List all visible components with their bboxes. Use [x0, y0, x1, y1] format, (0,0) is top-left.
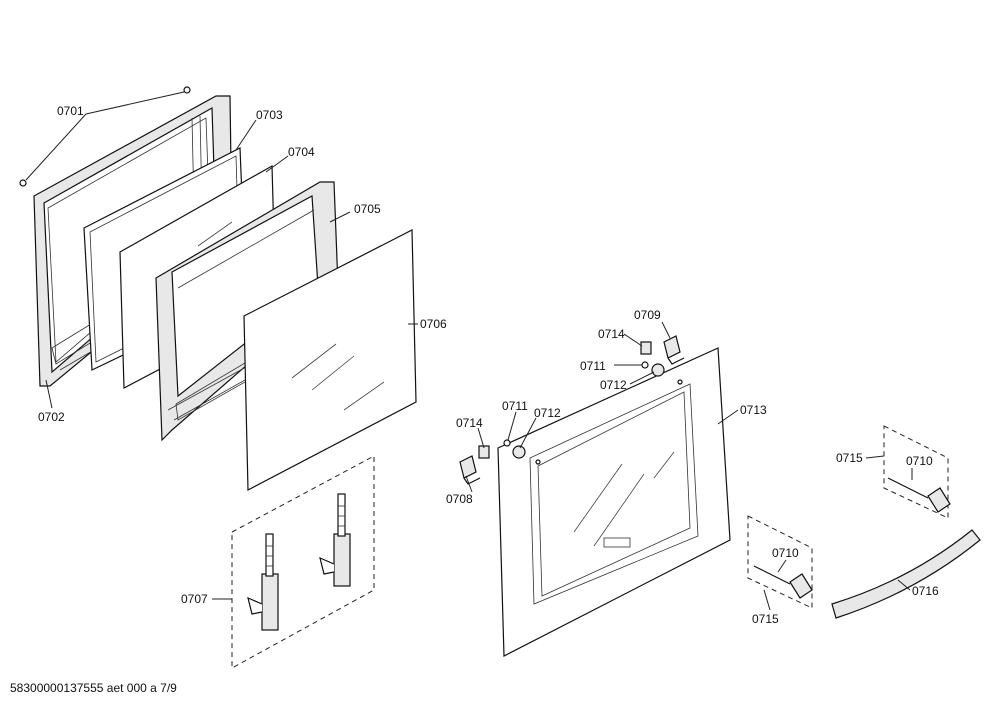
- part-0709-bracket: [663, 335, 685, 365]
- label-0712-upper: 0712: [600, 378, 627, 392]
- label-0711-upper: 0711: [580, 359, 606, 373]
- label-0703: 0703: [256, 108, 283, 122]
- screw-icon: [19, 86, 191, 187]
- label-0715-left: 0715: [752, 612, 779, 626]
- part-0714-clip-upper: [640, 341, 652, 355]
- label-0711-lower: 0711: [502, 399, 528, 413]
- part-0705-holder-frame: [155, 181, 339, 442]
- label-0709: 0709: [634, 308, 661, 322]
- part-labels: 0701 0702 0703 0704 0705 0706 0707 0708 …: [38, 104, 939, 626]
- label-0714-lower: 0714: [456, 416, 483, 430]
- part-0711-nut-upper: [641, 361, 649, 369]
- part-0706-outer-glass: [243, 229, 417, 491]
- part-0707-hinges: [231, 455, 375, 669]
- label-0707: 0707: [181, 592, 208, 606]
- part-0715-mount-right: [883, 425, 951, 519]
- label-0716: 0716: [912, 584, 939, 598]
- label-0701: 0701: [57, 104, 84, 118]
- label-0705: 0705: [354, 202, 381, 216]
- part-0712-washer-lower: [512, 445, 526, 459]
- label-0710-left: 0710: [772, 546, 799, 560]
- label-0714-upper: 0714: [598, 327, 625, 341]
- label-0704: 0704: [288, 145, 315, 159]
- part-0711-nut-lower: [503, 439, 511, 447]
- label-0706: 0706: [420, 317, 447, 331]
- label-0710-right: 0710: [906, 454, 933, 468]
- part-0708-bracket: [459, 455, 481, 485]
- drawing-reference-footer: 58300000137555 aet 000 a 7/9: [10, 681, 177, 695]
- label-0712-lower: 0712: [534, 406, 561, 420]
- label-0713: 0713: [740, 403, 767, 417]
- leader-lines: [25, 91, 913, 611]
- label-0702: 0702: [38, 410, 65, 424]
- part-0712-washer-upper: [651, 363, 665, 377]
- label-0708: 0708: [446, 492, 473, 506]
- part-0715-mount-left: [747, 515, 813, 609]
- label-0715-right: 0715: [836, 451, 863, 465]
- part-0713-door-panel: [497, 347, 731, 657]
- part-0714-clip-lower: [478, 445, 490, 459]
- part-0716-handle-bar: [831, 529, 981, 619]
